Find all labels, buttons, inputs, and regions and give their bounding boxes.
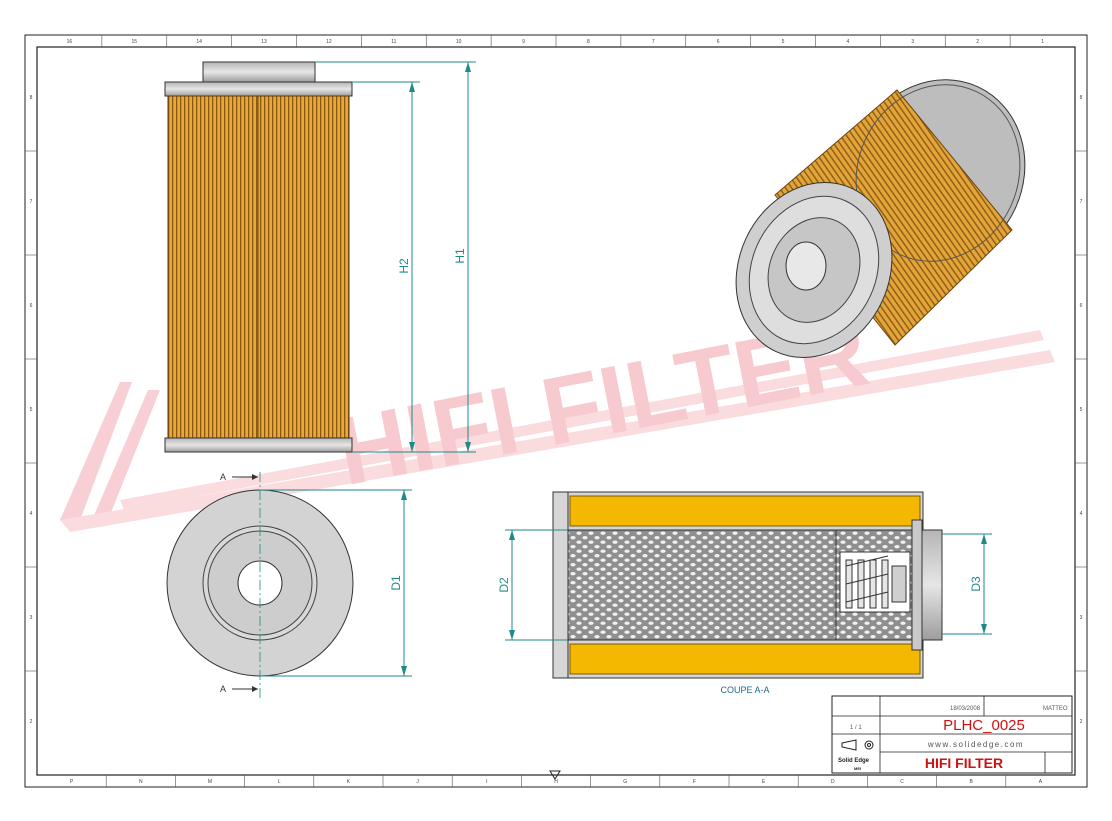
border-bottom-label: M [208, 779, 212, 785]
svg-text:A: A [220, 472, 226, 482]
dimension-h1-label: H1 [453, 248, 467, 264]
border-top-label: 9 [522, 39, 525, 45]
dimension-h1: H1 [315, 61, 476, 453]
border-right-label: 3 [1080, 615, 1083, 621]
dimension-d2-label: D2 [497, 577, 511, 593]
title-block: 18/03/2008 MATTEO 1 / 1 PLHC_0025 www.so… [831, 695, 1073, 774]
border-top-label: 4 [847, 39, 850, 45]
svg-text:A: A [220, 684, 226, 694]
title-block-author: MATTEO [1043, 706, 1068, 712]
border-left-label: 5 [30, 407, 33, 413]
border-right-label: 6 [1080, 303, 1083, 309]
border-top-label: 12 [326, 39, 332, 45]
border-top-label: 3 [911, 39, 914, 45]
title-block-date: 18/03/2008 [950, 706, 981, 712]
dimension-h2-label: H2 [397, 258, 411, 274]
border-right-label: 7 [1080, 199, 1083, 205]
border-top-label: 8 [587, 39, 590, 45]
section-mark-top: A [220, 472, 258, 482]
border-left-label: 2 [30, 719, 33, 725]
border-right-label: 4 [1080, 511, 1083, 517]
section-view: COUPE A-A [552, 491, 943, 695]
border-bottom-label: K [347, 779, 351, 785]
border-bottom-label: A [1039, 779, 1043, 785]
border-top-label: 1 [1041, 39, 1044, 45]
section-caption: COUPE A-A [720, 685, 769, 695]
top-view [166, 472, 354, 698]
border-bottom-label: J [416, 779, 419, 785]
border-bottom-label: L [278, 779, 281, 785]
border-top-label: 2 [976, 39, 979, 45]
border-right-label: 5 [1080, 407, 1083, 413]
border-bottom-label: E [762, 779, 766, 785]
border-bottom-label: I [486, 779, 487, 785]
center-mark [549, 770, 561, 780]
title-block-company: HIFI FILTER [925, 755, 1003, 771]
dimension-h2: H2 [352, 81, 420, 453]
border-top-label: 7 [652, 39, 655, 45]
border-bottom-label: D [831, 779, 835, 785]
border-bottom-label: C [900, 779, 904, 785]
border-top-label: 10 [456, 39, 462, 45]
border-bottom-label: P [70, 779, 74, 785]
border-top-labels: 16 15 14 13 12 11 10 9 8 7 6 5 4 3 2 1 [67, 39, 1045, 45]
border-right-labels: 8 8 7 7 6 6 5 5 4 4 3 3 2 2 [30, 95, 1083, 725]
border-top-label: 14 [196, 39, 202, 45]
border-bottom-label: F [693, 779, 696, 785]
title-block-website: www.solidedge.com [927, 740, 1024, 749]
border-left-label: 6 [30, 303, 33, 309]
border-top-label: 6 [717, 39, 720, 45]
title-block-scale: 1 / 1 [850, 725, 862, 731]
border-top-label: 16 [67, 39, 73, 45]
border-right-label: 2 [1080, 719, 1083, 725]
border-bottom-label: G [623, 779, 627, 785]
dimension-d1: D1 [260, 489, 412, 677]
border-right-label: 8 [1080, 95, 1083, 101]
border-left-label: 8 [30, 95, 33, 101]
dimension-d2: D2 [497, 529, 568, 641]
border-top-label: 11 [391, 39, 396, 45]
dimension-d1-label: D1 [389, 575, 403, 591]
border-left-label: 4 [30, 511, 33, 517]
title-block-software: Solid Edge [838, 758, 870, 764]
projection-symbol-icon [841, 739, 874, 751]
isometric-view [735, 79, 1026, 359]
title-block-part-number: PLHC_0025 [943, 717, 1025, 734]
border-left-label: 7 [30, 199, 33, 205]
front-view [164, 61, 353, 453]
border-top-label: 13 [261, 39, 267, 45]
border-bottom-label: H [554, 779, 558, 785]
border-left-label: 3 [30, 615, 33, 621]
spring [845, 555, 907, 609]
section-mark-bottom: A [220, 684, 258, 694]
title-block-software-sub: MEI [854, 766, 861, 771]
border-top-label: 5 [782, 39, 785, 45]
border-bottom-label: N [139, 779, 143, 785]
dimension-d3: D3 [942, 533, 992, 635]
border-top-label: 15 [132, 39, 138, 45]
dimension-d3-label: D3 [969, 576, 983, 592]
border-bottom-label: B [970, 779, 974, 785]
